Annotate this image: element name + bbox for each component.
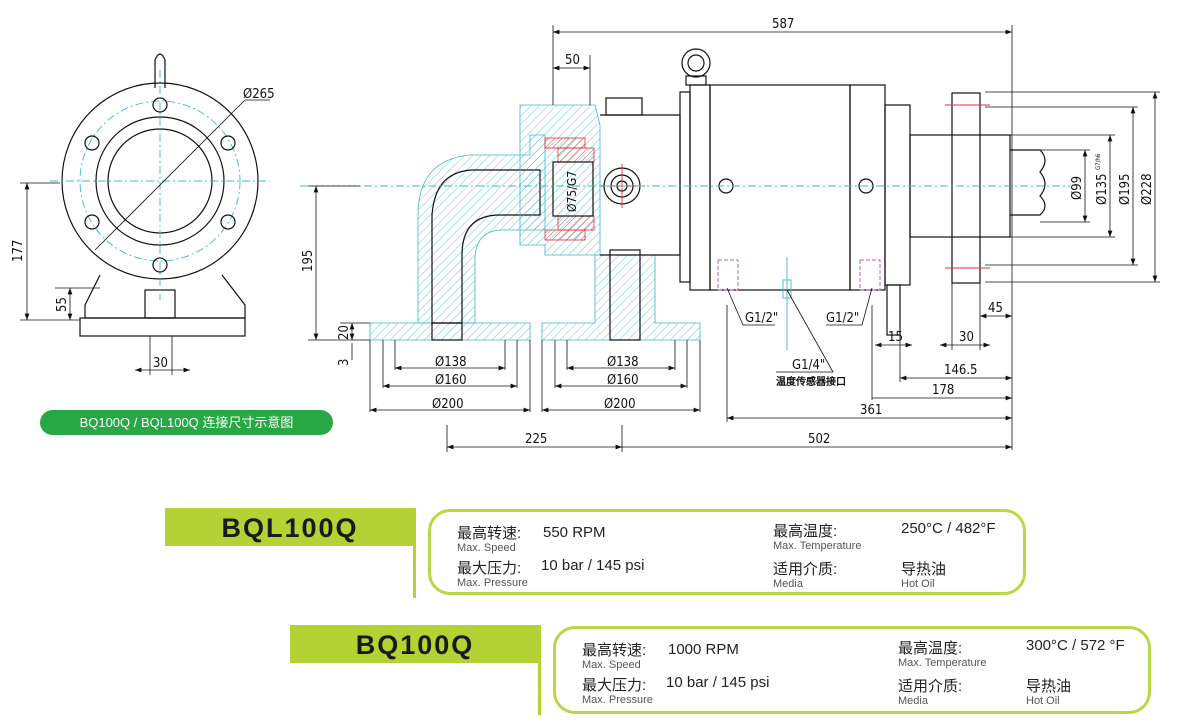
dim-30: 30 [959,330,974,345]
pressure-value: 10 bar / 145 psi [666,674,770,691]
front-view: Ø265 177 55 30 [11,53,275,375]
speed-label: 最高转速:Max. Speed [582,642,647,671]
dim-h55: 55 [55,297,70,312]
dim-d195: Ø195 [1118,173,1133,205]
dim-d228: Ø228 [1140,173,1155,205]
temperature-value: 300°C / 572 °F [1026,637,1125,654]
speed-label: 最高转速:Max. Speed [457,525,522,554]
speed-value: 1000 RPM [668,641,739,658]
sensor-port-label: 温度传感器接口 [776,375,846,388]
dim-right-d138: Ø138 [607,355,639,370]
pressure-label: 最大压力:Max. Pressure [457,560,528,589]
port-g12-left: G1/2" [745,311,778,326]
side-view: Ø75/G7 587 50 195 20 3 [300,17,1160,452]
dim-d135: Ø135 [1095,173,1110,205]
dim-195: 195 [301,250,316,272]
media-label: 适用介质:Media [898,678,963,707]
model-name-bq100q: BQ100Q [290,625,540,663]
dim-178: 178 [932,383,954,398]
dim-right-d200: Ø200 [604,397,636,412]
temperature-value: 250°C / 482°F [901,520,996,537]
spec-panel-bql100q: 最高转速:Max. Speed 550 RPM 最高温度:Max. Temper… [428,509,1026,595]
model-name-bql100q: BQL100Q [165,508,415,546]
bolt-circle [79,100,241,262]
pressure-value: 10 bar / 145 psi [541,557,645,574]
temperature-label: 最高温度:Max. Temperature [773,523,862,552]
dim-15: 15 [888,330,903,345]
dim-361: 361 [860,403,882,418]
dim-146-5: 146.5 [944,363,977,378]
dim-h177: 177 [11,240,26,262]
port-g14: G1/4" [792,358,825,373]
dim-587: 587 [772,17,794,32]
diagram-caption-badge: BQ100Q / BQL100Q 连接尺寸示意图 [40,410,333,435]
dim-50: 50 [565,53,580,68]
dim-45: 45 [988,301,1003,316]
media-label: 适用介质:Media [773,561,838,590]
lifting-handle [154,53,166,88]
dim-d135-tolerance: G7/h6 [1095,153,1102,170]
spec-panel-bq100q: 最高转速:Max. Speed 1000 RPM 最高温度:Max. Tempe… [553,626,1151,714]
dim-225: 225 [525,432,547,447]
dim-20: 20 [337,325,352,340]
dim-bore: Ø75/G7 [565,171,579,212]
accent-line [538,625,541,715]
pressure-label: 最大压力:Max. Pressure [582,677,653,706]
dim-502: 502 [808,432,830,447]
accent-line [413,508,416,598]
dim-left-d138: Ø138 [435,355,467,370]
speed-value: 550 RPM [543,524,606,541]
housing-body [709,84,851,291]
dim-3: 3 [337,359,352,366]
dim-d99: Ø99 [1070,176,1085,200]
dim-w30: 30 [153,356,168,371]
dim-left-d160: Ø160 [435,373,467,388]
port-g12-right: G1/2" [826,311,859,326]
temperature-label: 最高温度:Max. Temperature [898,640,987,669]
dim-right-d160: Ø160 [607,373,639,388]
dim-d265: Ø265 [243,87,275,102]
dim-left-d200: Ø200 [432,397,464,412]
